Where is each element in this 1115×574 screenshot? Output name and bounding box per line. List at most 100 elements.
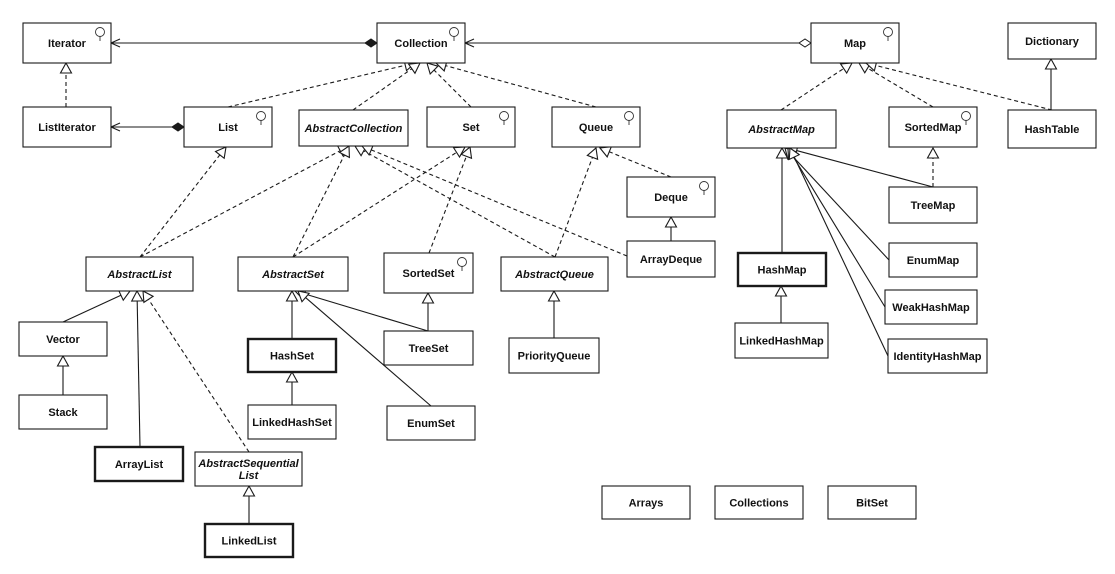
sorted-map-box: SortedMap [888,106,978,148]
edge-stack-to-vector [56,354,70,395]
edge-abstract-collection-to-collection [352,62,421,111]
vector-label: Vector [46,334,80,346]
inheritance-arrowhead-icon [426,62,440,76]
edge-deque-to-queue [598,146,672,178]
sorted-set-box: SortedSet [383,252,474,294]
hash-table-box: HashTable [1007,109,1097,149]
hash-map-label: HashMap [758,265,807,277]
edge-vector-to-abstract-list [62,289,132,323]
stack-rect [18,394,108,430]
edge-priority-queue-to-abstract-queue [547,289,561,338]
iterator-rect [22,22,112,64]
inheritance-arrowhead-icon [547,289,561,302]
linked-list-box: LinkedList [203,522,295,559]
edge-hash-table-to-map [864,59,1053,111]
interface-lollipop-icon [883,27,893,41]
edge-abstract-map-to-map [780,62,853,111]
edge-abstract-queue-to-abstract-collection [354,145,556,258]
composition-diamond-icon [364,38,378,48]
linked-list-rect [203,522,295,559]
bit-set-box: BitSet [827,485,917,520]
abstract-sequential-list-label-2: List [239,470,260,482]
edge-linked-hash-set-to-hash-set [285,370,299,405]
hash-table-label: HashTable [1025,124,1080,136]
interface-lollipop-icon [457,257,467,271]
edge-array-deque-to-abstract-collection [360,144,628,257]
enum-map-label: EnumMap [907,255,960,267]
abstract-map-label: AbstractMap [747,124,815,136]
inheritance-arrowhead-icon [774,284,788,297]
edge-list-iterator-to-iterator [59,61,73,107]
inheritance-arrowhead-icon [407,62,421,75]
abstract-list-box: AbstractList [85,256,194,292]
abstract-sequential-list-rect [194,451,303,487]
priority-queue-label: PriorityQueue [518,351,591,363]
abstract-set-rect [237,256,349,292]
edge-list-to-collection [227,59,417,108]
hash-set-box: HashSet [246,337,338,374]
edge-queue-to-collection [434,59,597,108]
enum-set-box: EnumSet [386,405,476,441]
abstract-sequential-list-label-1: AbstractSequential [197,458,299,470]
enum-set-label: EnumSet [407,418,455,430]
edge-list-to-list-iterator [109,122,185,132]
weak-hash-map-label: WeakHashMap [892,302,970,314]
inheritance-arrowhead-icon [839,62,853,75]
edge-enum-map-to-abstract-map [784,147,890,261]
edge-abstract-sequential-list-to-abstract-list [142,290,250,453]
inheritance-arrowhead-icon [242,484,256,497]
linked-hash-set-rect [247,404,337,440]
abstract-map-box: AbstractMap [726,109,837,149]
inheritance-arrowhead-icon [338,144,350,159]
abstract-collection-label: AbstractCollection [304,123,403,135]
tree-map-box: TreeMap [888,186,978,224]
edge-linked-list-to-abstract-sequential-list [242,484,256,524]
edge-array-deque-to-deque [664,215,678,241]
inheritance-arrowhead-icon [421,291,435,304]
vector-box: Vector [18,321,108,357]
hash-map-box: HashMap [736,251,828,288]
abstract-queue-label: AbstractQueue [514,269,594,281]
edge-hash-set-to-abstract-set [285,289,299,339]
inheritance-arrowhead-icon [664,215,678,228]
abstract-set-box: AbstractSet [237,256,349,292]
tree-map-rect [888,186,978,224]
dictionary-label: Dictionary [1025,36,1080,48]
linked-hash-set-label: LinkedHashSet [252,417,332,429]
inheritance-arrowhead-icon [598,146,613,158]
arrays-label: Arrays [629,498,664,510]
inheritance-arrowhead-icon [285,370,299,383]
iterator-box: Iterator [22,22,112,64]
collection-box: Collection [376,22,466,64]
edge-abstract-set-to-abstract-collection [292,144,350,258]
enum-map-rect [888,242,978,278]
queue-label: Queue [579,122,613,134]
hash-map-rect [736,251,828,288]
collections-box: Collections [714,485,804,520]
edge-enum-set-to-abstract-set [297,290,432,407]
hash-table-rect [1007,109,1097,149]
inheritance-arrowhead-icon [130,289,144,302]
inheritance-arrowhead-icon [926,146,940,159]
sorted-map-label: SortedMap [905,122,962,134]
collection-label: Collection [394,38,447,50]
collections-rect [714,485,804,520]
array-list-box: ArrayList [93,445,185,483]
inheritance-arrowhead-icon [460,145,473,160]
collections-label: Collections [729,498,788,510]
hash-set-rect [246,337,338,374]
iterator-label: Iterator [48,38,87,50]
identity-hash-map-label: IdentityHashMap [893,351,981,363]
list-label: List [218,122,238,134]
edge-tree-set-to-abstract-set [293,287,429,332]
array-deque-rect [626,240,716,278]
tree-set-label: TreeSet [409,343,449,355]
edge-abstract-list-to-list [139,146,227,258]
hash-set-label: HashSet [270,351,314,363]
stack-box: Stack [18,394,108,430]
tree-map-label: TreeMap [911,200,956,212]
deque-label: Deque [654,192,688,204]
abstract-list-label: AbstractList [106,269,173,281]
